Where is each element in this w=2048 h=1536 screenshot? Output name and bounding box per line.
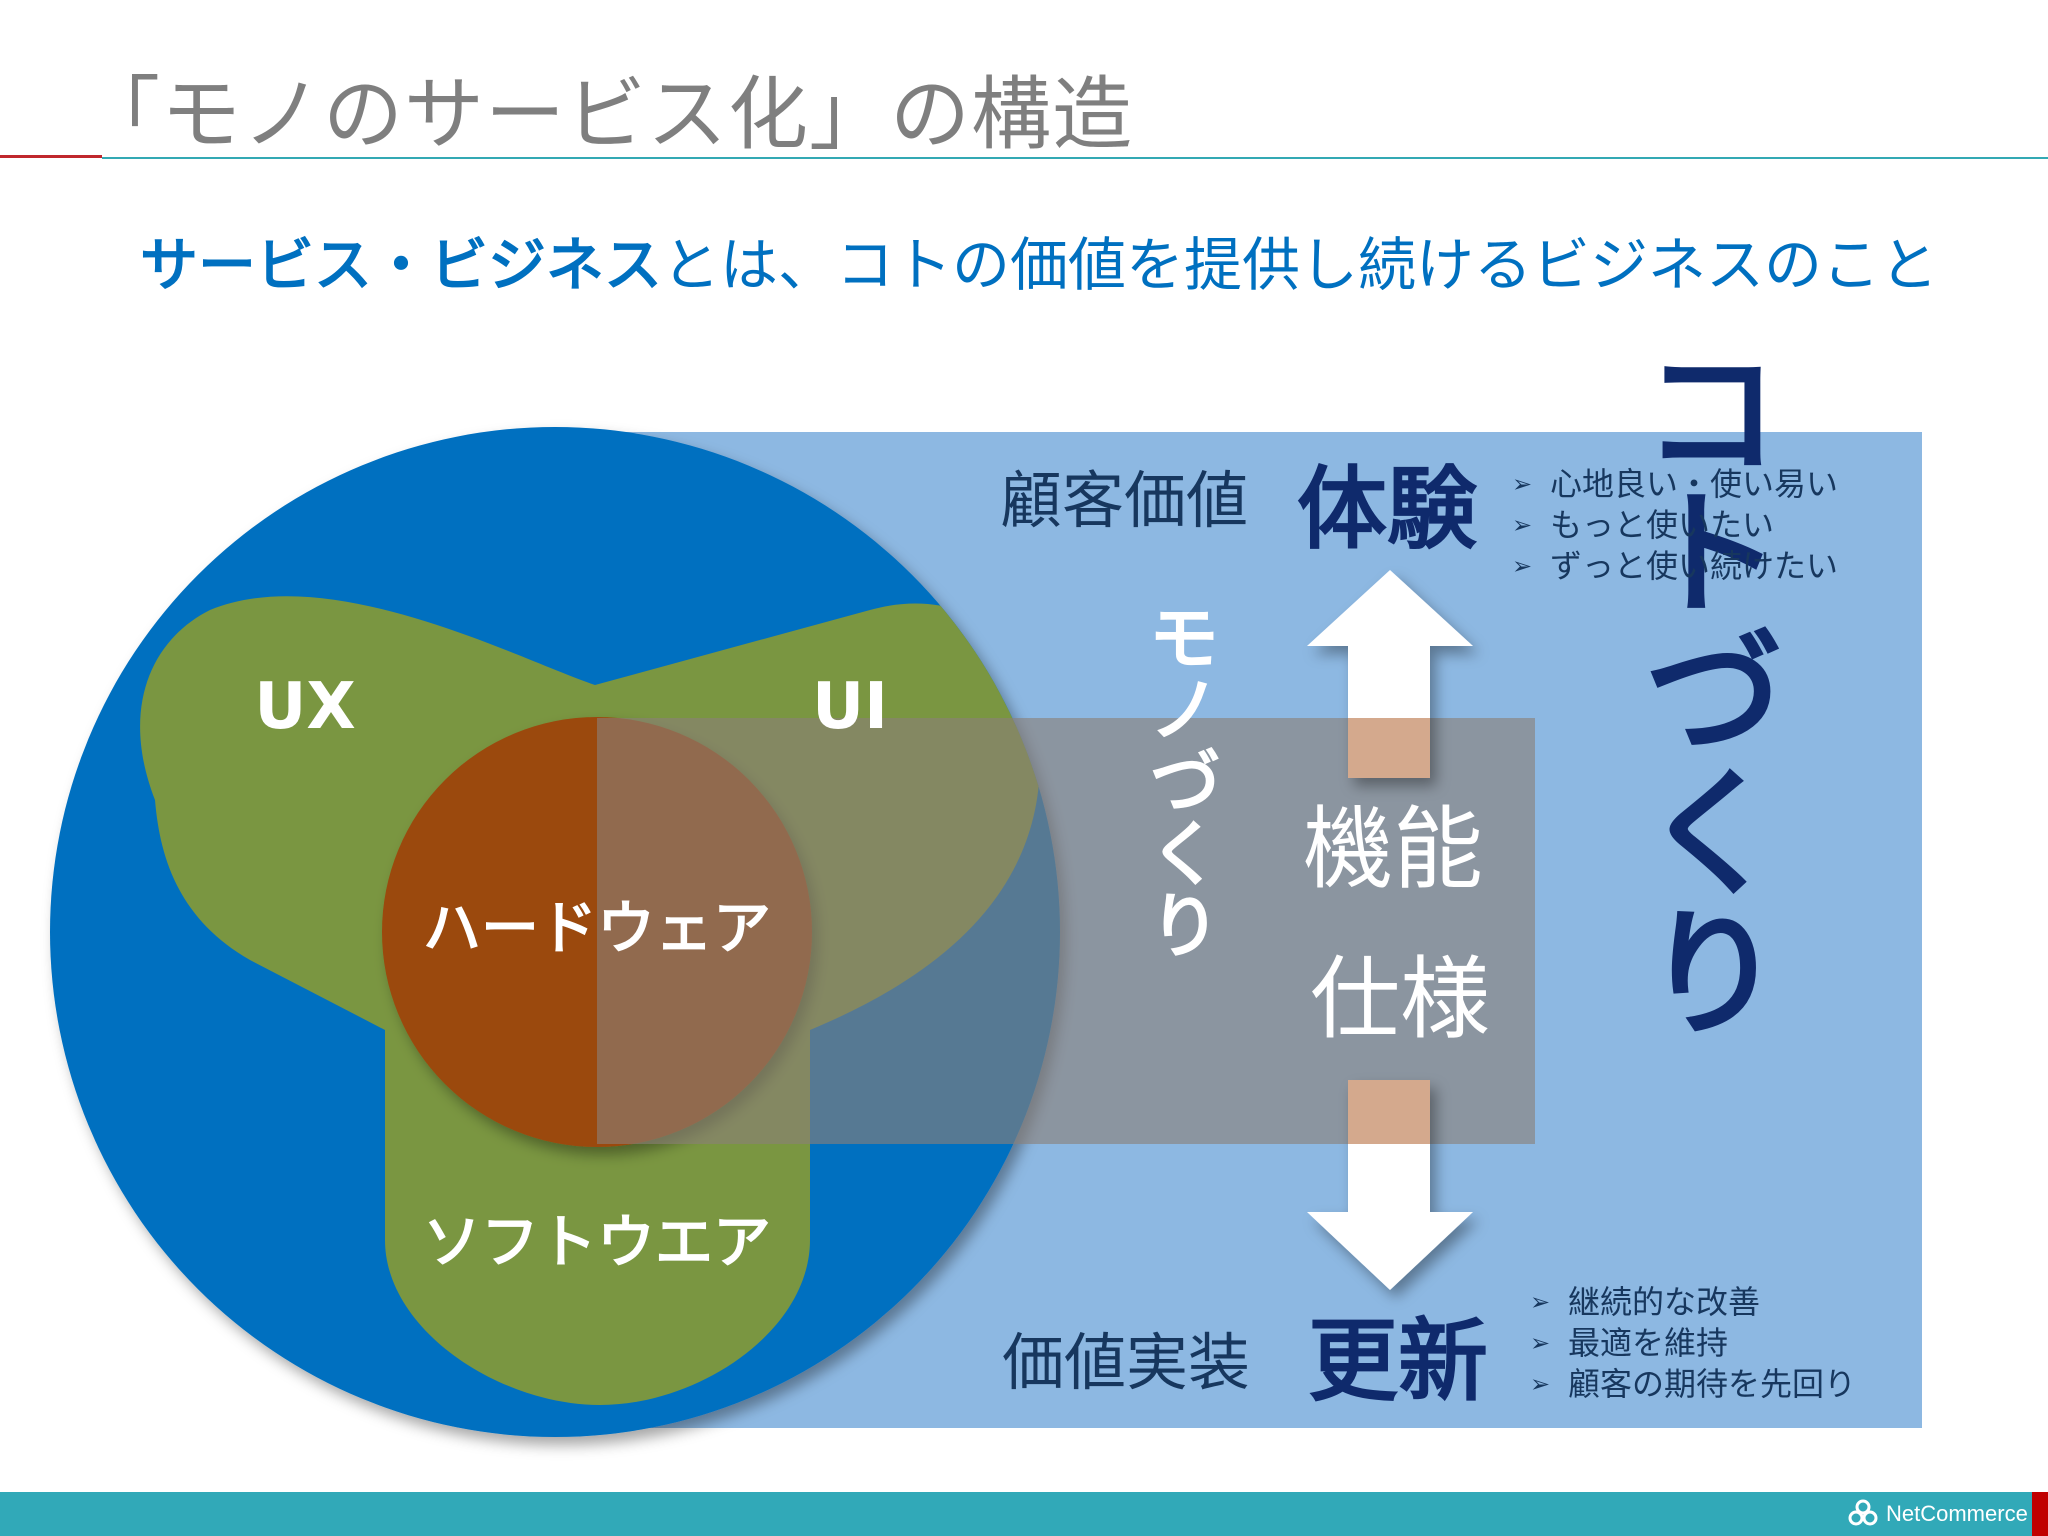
down-arrow-icon [1307, 1080, 1473, 1290]
title-rule-accent [0, 155, 102, 158]
experience-label: 体験 [1297, 457, 1478, 562]
arrow-bullet-icon: ➢ [1512, 470, 1533, 498]
list-item: ➢ずっと使い続けたい [1512, 547, 1839, 585]
logo-text: NetCommerce [1886, 1501, 2028, 1526]
arrow-bullet-icon: ➢ [1530, 1370, 1551, 1398]
arrow-bullet-icon: ➢ [1512, 511, 1533, 539]
monozukuri-label: モノづくり [1136, 600, 1220, 960]
update-bullets: ➢継続的な改善 ➢最適を維持 ➢顧客の期待を先回り [1530, 1282, 1856, 1405]
arrow-bullet-icon: ➢ [1530, 1329, 1551, 1357]
kotozukuri-label: コトづくり [1619, 340, 1782, 1040]
page-title: 「モノのサービス化」の構造 [80, 68, 1133, 161]
arrow-bullet-icon: ➢ [1530, 1288, 1551, 1316]
subtitle: サービス・ビジネスとは、コトの価値を提供し続けるビジネスのこと [140, 218, 1938, 302]
list-item: ➢心地良い・使い易い [1512, 465, 1839, 503]
arrow-bullet-icon: ➢ [1512, 552, 1533, 580]
function-label: 機能 [1303, 797, 1483, 902]
monozukuri-box [597, 718, 1535, 1144]
software-label: ソフトウエア [423, 1208, 771, 1276]
list-item: ➢継続的な改善 [1530, 1283, 1761, 1321]
subtitle-rest: とは、コトの価値を提供し続けるビジネスのこと [662, 231, 1939, 299]
list-item: ➢もっと使いたい [1512, 506, 1775, 544]
footer-accent [2032, 1492, 2048, 1536]
customer-value-label: 顧客価値 [1000, 464, 1248, 537]
subtitle-strong: サービス・ビジネス [140, 231, 663, 299]
up-arrow-icon [1307, 570, 1473, 778]
experience-bullets: ➢心地良い・使い易い ➢もっと使いたい ➢ずっと使い続けたい [1512, 464, 1838, 587]
list-item: ➢顧客の期待を先回り [1530, 1365, 1857, 1403]
title-rule [102, 157, 2048, 159]
netcommerce-logo-icon [1848, 1499, 1878, 1526]
value-implementation-label: 価値実装 [1002, 1326, 1250, 1399]
update-label: 更新 [1308, 1309, 1488, 1414]
spec-label: 仕様 [1310, 947, 1490, 1052]
ux-label: UX [254, 670, 355, 744]
ui-label: UI [812, 670, 888, 744]
footer-bar [0, 1492, 2048, 1536]
netcommerce-logo: NetCommerce [1848, 1497, 2028, 1531]
list-item: ➢最適を維持 [1530, 1324, 1729, 1362]
hardware-label: ハードウェア [423, 894, 771, 962]
